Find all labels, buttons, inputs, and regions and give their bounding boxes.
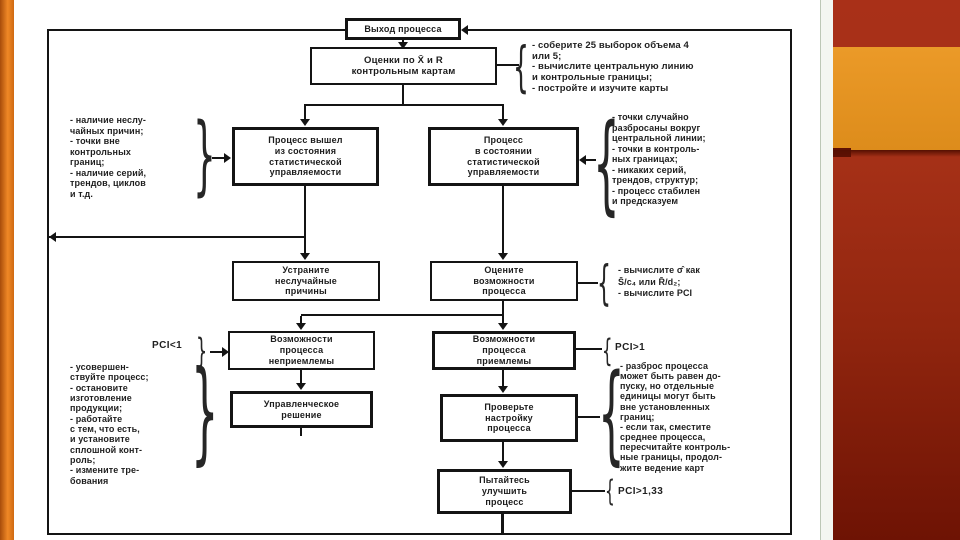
feedback-line [49,236,305,238]
flowchart-box-evaluate-capability: Оцените возможности процесса [430,261,578,301]
flowchart-box-check-setup: Проверьте настройку процесса [440,394,578,442]
frame-right-line [790,29,792,535]
arrow-left-icon [579,155,586,165]
orange-block-shadow [833,150,960,157]
flow-line [502,106,504,120]
flow-line [304,186,306,253]
flowchart-box-improve-process: Пытайтесь улучшить процесс [437,469,572,514]
brace-icon: { [593,100,620,227]
arrow-down-icon [498,323,508,330]
brace-icon: { [598,350,625,477]
frame-top-left-line [47,29,345,31]
pointer-line [578,282,598,284]
flow-line [300,316,302,324]
arrow-right-icon [224,153,231,163]
annotation-tolerance-note: - разброс процесса может быть равен до- … [620,361,731,473]
flow-line [402,85,404,105]
label-pci-lt-1: PCI<1 [152,340,183,351]
arrow-down-icon [296,323,306,330]
frame-bottom-line [47,533,792,535]
brace-icon: } [196,330,208,371]
flow-split-line [301,314,504,316]
flow-line [502,370,504,387]
flow-line [502,442,504,462]
flowchart-box-in-control: Процесс в состоянии статистической управ… [428,127,579,186]
pointer-line [212,157,224,159]
label-pci-gt-1: PCI>1 [615,342,646,353]
arrow-down-icon [300,119,310,126]
arrow-left-icon [49,232,56,242]
brace-icon: } [191,347,219,477]
flowchart-box-estimates: Оценки по X̄ и R контрольным картам [310,47,497,85]
pointer-line [576,348,602,350]
brace-icon: { [602,332,613,370]
arrow-down-icon [398,42,408,49]
arrow-down-icon [498,461,508,468]
flowchart-box-management-decision: Управленческое решение [230,391,373,428]
flow-line [502,301,504,315]
annotation-collect-samples: - соберите 25 выборок объема 4 или 5; - … [532,40,694,94]
flowchart-box-out-of-control: Процесс вышел из состояния статистическо… [232,127,379,186]
brace-icon: { [513,35,529,99]
frame-left-line [47,29,49,535]
flow-line [304,106,306,120]
left-accent-bar [0,0,14,540]
right-light-strip [821,0,833,540]
label-pci-gt-133: PCI>1,33 [618,486,664,497]
flowchart-box-process-output: Выход процесса [345,18,461,40]
pointer-line [578,416,600,418]
annotation-sigma-calc: - вычислите σ̂ как S̄/c₄ или R̄/d₂; - вы… [618,265,701,299]
brace-icon: } [193,104,216,205]
flow-line [300,370,302,384]
arrow-down-icon [498,253,508,260]
brace-icon: { [605,473,615,509]
flowchart-box-eliminate-causes: Устраните неслучайные причины [232,261,380,301]
arrow-down-icon [296,383,306,390]
annotation-nonrandom-signs: - наличие неслу- чайных причин; - точки … [70,115,147,199]
pointer-line [572,490,605,492]
pointer-line [497,64,519,66]
flow-line [502,186,504,253]
flow-line [502,316,504,324]
right-divider-line [820,0,821,540]
arrow-down-icon [300,253,310,260]
pointer-line [586,159,596,161]
frame-top-right-line [468,29,792,31]
flowchart-box-capability-unacceptable: Возможности процесса неприемлемы [228,331,375,370]
right-orange-block [833,47,960,150]
pointer-line [210,351,222,353]
arrow-down-icon [498,119,508,126]
flow-split-line [304,104,504,106]
brace-icon: { [597,255,611,311]
flow-line [501,514,504,533]
annotation-in-control-signs: - точки случайно разбросаны вокруг центр… [612,112,706,207]
arrow-down-icon [498,386,508,393]
arrow-right-icon [222,347,229,357]
arrow-left-icon [461,25,468,35]
flowchart-box-capability-acceptable: Возможности процесса приемлемы [432,331,576,370]
annotation-improvement-actions: - усовершен- ствуйте процесс; - останови… [70,362,149,486]
flow-line [300,428,302,436]
